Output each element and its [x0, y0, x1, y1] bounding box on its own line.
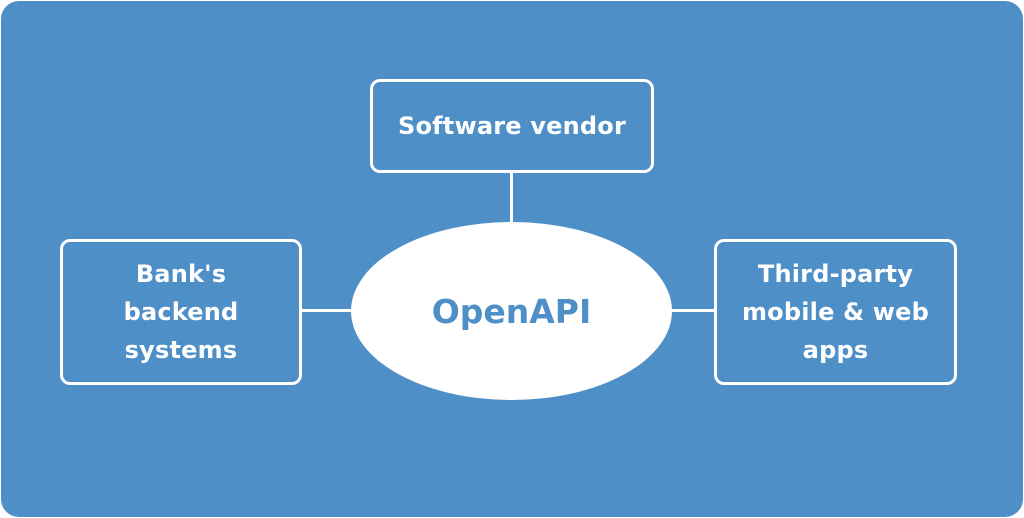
- connector-hub-to-third-party-apps: [669, 309, 717, 312]
- node-third-party-apps: Third-party mobile & web apps: [714, 239, 957, 385]
- hub-openapi: OpenAPI: [351, 222, 672, 400]
- node-software-vendor-label: Software vendor: [397, 112, 627, 140]
- connector-hub-to-software-vendor: [510, 170, 513, 226]
- hub-openapi-label: OpenAPI: [431, 291, 592, 331]
- node-bank-backend-line-1: Bank's: [135, 260, 227, 288]
- node-software-vendor: Software vendor: [370, 79, 654, 173]
- node-bank-backend-line-2: backend: [123, 298, 239, 326]
- connector-hub-to-bank-backend: [299, 309, 355, 312]
- node-third-party-line-1: Third-party: [757, 260, 914, 288]
- node-third-party-line-2: mobile & web: [741, 298, 930, 326]
- node-third-party-line-3: apps: [802, 336, 869, 364]
- node-bank-backend-line-3: systems: [124, 336, 238, 364]
- node-bank-backend-systems: Bank's backend systems: [60, 239, 302, 385]
